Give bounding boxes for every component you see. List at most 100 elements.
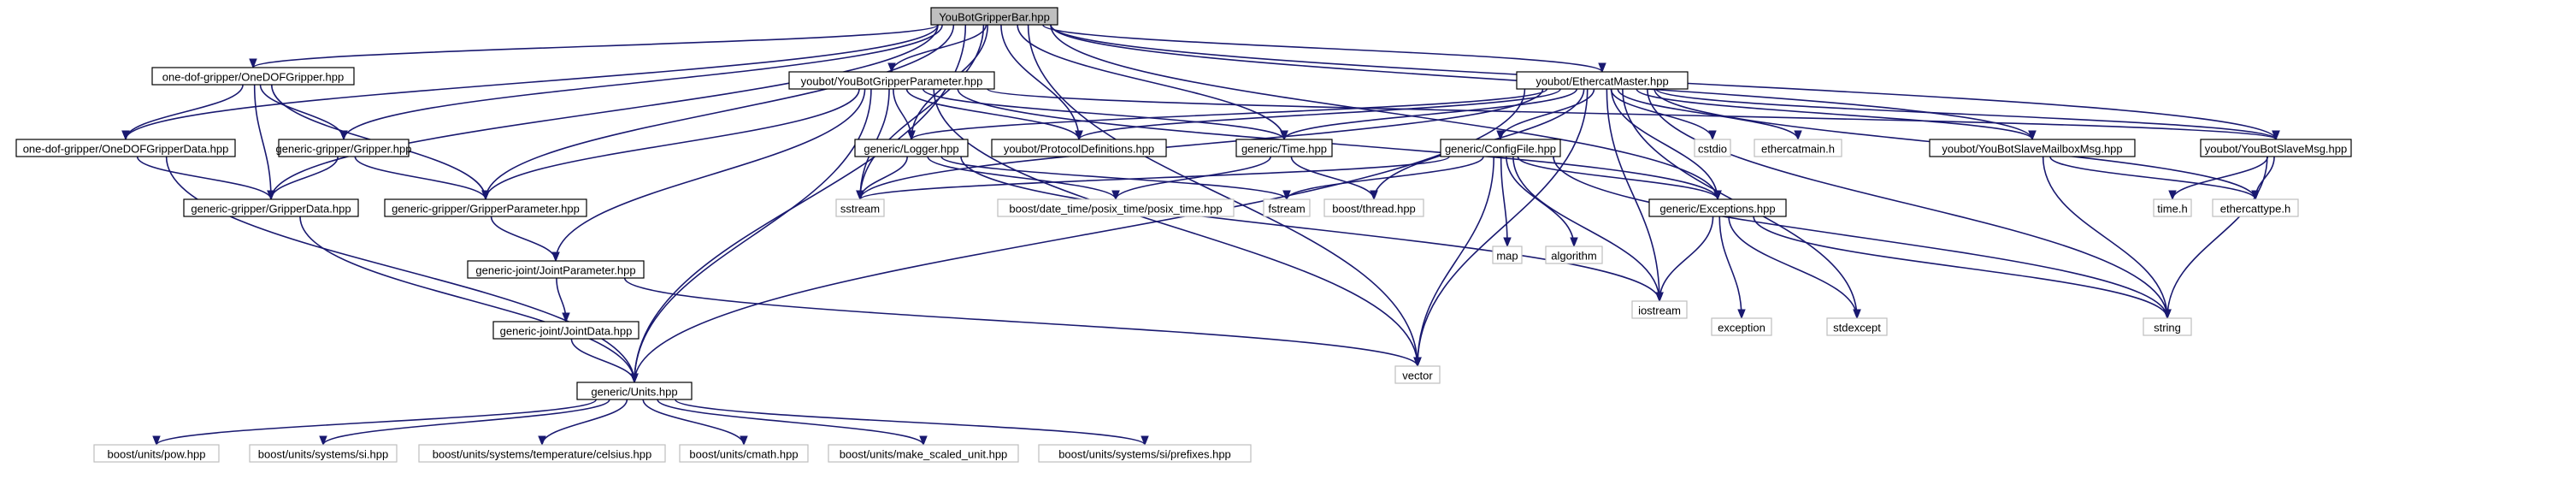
node-label-algorithm: algorithm	[1551, 250, 1596, 263]
edge-ethercatmaster-to-slavemsg	[1655, 88, 2277, 140]
node-label-prefixes: boost/units/systems/si/prefixes.hpp	[1058, 448, 1231, 461]
node-timehpp[interactable]: generic/Time.hpp	[1235, 139, 1333, 157]
node-label-gripperparam: youbot/YouBotGripperParameter.hpp	[801, 75, 983, 88]
node-box-string	[2143, 317, 2192, 336]
arrowhead-root-to-onedofgripper	[249, 58, 257, 69]
node-onedofgripper[interactable]: one-dof-gripper/OneDOFGripper.hpp	[151, 67, 355, 86]
edge-units-to-cmath	[642, 399, 745, 446]
node-posixtime: boost/date_time/posix_time/posix_time.hp…	[997, 198, 1235, 217]
node-algorithm: algorithm	[1545, 246, 1603, 264]
node-grippergparam[interactable]: generic-gripper/GripperParameter.hpp	[384, 198, 587, 217]
node-slavemailbox[interactable]: youbot/YouBotSlaveMailboxMsg.hpp	[1929, 139, 2136, 157]
node-slavemsg[interactable]: youbot/YouBotSlaveMsg.hpp	[2200, 139, 2352, 157]
edge-ethercatmaster-to-logger	[911, 88, 1548, 140]
node-box-protocoldef[interactable]	[991, 139, 1167, 157]
node-label-ethercatmain: ethercatmain.h	[1761, 143, 1835, 156]
node-box-units[interactable]	[576, 382, 693, 400]
node-box-iostream	[1631, 300, 1688, 319]
node-box-grippergparam[interactable]	[384, 198, 587, 217]
edge-gripperparam-to-slavemsg	[987, 88, 2277, 140]
arrowhead-configfile-to-map	[1503, 237, 1512, 248]
node-box-slavemailbox[interactable]	[1929, 139, 2136, 157]
arrowhead-units-to-cmath	[740, 435, 748, 447]
node-ethercatmaster[interactable]: youbot/EthercatMaster.hpp	[1516, 71, 1689, 90]
arrowhead-timehpp-to-posixtime	[1111, 190, 1120, 201]
arrowhead-root-to-ethercatmaster	[1598, 62, 1606, 74]
node-box-cstdio	[1694, 139, 1731, 157]
node-box-gripperdata[interactable]	[183, 198, 359, 217]
edge-jointparam-to-vector	[623, 277, 1418, 367]
node-box-gripperparam[interactable]	[788, 71, 995, 90]
edge-ethercatmaster-to-configfile	[1500, 88, 1595, 140]
node-celsius: boost/units/systems/temperature/celsius.…	[418, 444, 666, 463]
node-pow: boost/units/pow.hpp	[93, 444, 220, 463]
node-box-root[interactable]	[930, 7, 1058, 26]
node-jointdata[interactable]: generic-joint/JointData.hpp	[492, 321, 640, 340]
node-root[interactable]: YouBotGripperBar.hpp	[930, 7, 1058, 26]
arrowhead-units-to-makescaled	[919, 435, 928, 447]
node-box-logger[interactable]	[854, 139, 969, 157]
edge-root-to-gripperdata	[270, 24, 939, 200]
node-cmath: boost/units/cmath.hpp	[679, 444, 809, 463]
node-box-prefixes	[1038, 444, 1252, 463]
node-gripperdata[interactable]: generic-gripper/GripperData.hpp	[183, 198, 359, 217]
node-jointparam[interactable]: generic-joint/JointParameter.hpp	[467, 260, 645, 279]
node-logger[interactable]: generic/Logger.hpp	[854, 139, 969, 157]
edge-gripperparam-to-jointparam	[555, 88, 866, 262]
edge-slavemailbox-to-ethercattype	[2049, 156, 2256, 200]
edge-ethercatmaster-to-ethercatmain	[1617, 88, 1799, 140]
edge-root-to-onedofgripper	[252, 24, 939, 68]
node-box-exceptions[interactable]	[1648, 198, 1787, 217]
node-label-protocoldef: youbot/ProtocolDefinitions.hpp	[1004, 143, 1154, 156]
edge-units-to-celsius	[541, 399, 628, 446]
arrowhead-exceptions-to-stdexcept	[1853, 309, 1861, 320]
graph-edges	[121, 24, 2280, 447]
node-exceptions[interactable]: generic/Exceptions.hpp	[1648, 198, 1787, 217]
edge-units-to-pow	[156, 399, 598, 446]
arrowhead-grippergparam-to-jointparam	[551, 251, 560, 263]
node-label-exceptions: generic/Exceptions.hpp	[1659, 203, 1775, 216]
node-string: string	[2143, 317, 2192, 336]
node-box-map	[1492, 246, 1523, 264]
node-label-timehpp: generic/Time.hpp	[1241, 143, 1327, 156]
node-vector: vector	[1394, 365, 1441, 384]
node-label-map: map	[1496, 250, 1518, 263]
node-gripperhpp[interactable]: generic-gripper/Gripper.hpp	[276, 139, 412, 157]
node-configfile[interactable]: generic/ConfigFile.hpp	[1440, 139, 1561, 157]
node-label-logger: generic/Logger.hpp	[864, 143, 958, 156]
node-ethercatmain: ethercatmain.h	[1754, 139, 1842, 157]
arrowhead-gripperhpp-to-gripperdata	[267, 190, 275, 201]
node-label-onedofdata: one-dof-gripper/OneDOFGripperData.hpp	[23, 143, 229, 156]
node-label-exception: exception	[1718, 322, 1765, 334]
edge-ethercatmaster-to-exceptions	[1611, 88, 1718, 200]
node-box-jointdata[interactable]	[492, 321, 640, 340]
node-onedofdata[interactable]: one-dof-gripper/OneDOFGripperData.hpp	[15, 139, 236, 157]
node-label-celsius: boost/units/systems/temperature/celsius.…	[433, 448, 652, 461]
edge-units-to-prefixes	[674, 399, 1146, 446]
node-gripperparam[interactable]: youbot/YouBotGripperParameter.hpp	[788, 71, 995, 90]
node-box-timehpp[interactable]	[1235, 139, 1333, 157]
node-box-configfile[interactable]	[1440, 139, 1561, 157]
edge-ethercatmaster-to-cstdio	[1610, 88, 1713, 140]
node-box-jointparam[interactable]	[467, 260, 645, 279]
node-label-slavemailbox: youbot/YouBotSlaveMailboxMsg.hpp	[1942, 143, 2122, 156]
node-makescaled: boost/units/make_scaled_unit.hpp	[828, 444, 1019, 463]
node-units[interactable]: generic/Units.hpp	[576, 382, 693, 400]
node-box-exception	[1711, 317, 1772, 336]
node-box-gripperhpp[interactable]	[278, 139, 410, 157]
node-protocoldef[interactable]: youbot/ProtocolDefinitions.hpp	[991, 139, 1167, 157]
node-box-onedofgripper[interactable]	[151, 67, 355, 86]
arrowhead-ethercatmaster-to-slavemailbox	[2028, 130, 2037, 141]
node-box-onedofdata[interactable]	[15, 139, 236, 157]
edge-exceptions-to-exception	[1718, 216, 1742, 319]
node-box-vector	[1394, 365, 1441, 384]
edge-configfile-to-vector	[1417, 156, 1495, 367]
node-box-ethercatmaster[interactable]	[1516, 71, 1689, 90]
arrowhead-jointparam-to-jointdata	[562, 312, 570, 323]
node-sstream: sstream	[835, 198, 885, 217]
node-label-makescaled: boost/units/make_scaled_unit.hpp	[840, 448, 1008, 461]
edge-root-to-protocoldef	[1000, 24, 1080, 140]
node-box-slavemsg[interactable]	[2200, 139, 2352, 157]
edge-root-to-grippergparam	[485, 24, 955, 200]
node-label-ethercattype: ethercattype.h	[2220, 203, 2290, 216]
